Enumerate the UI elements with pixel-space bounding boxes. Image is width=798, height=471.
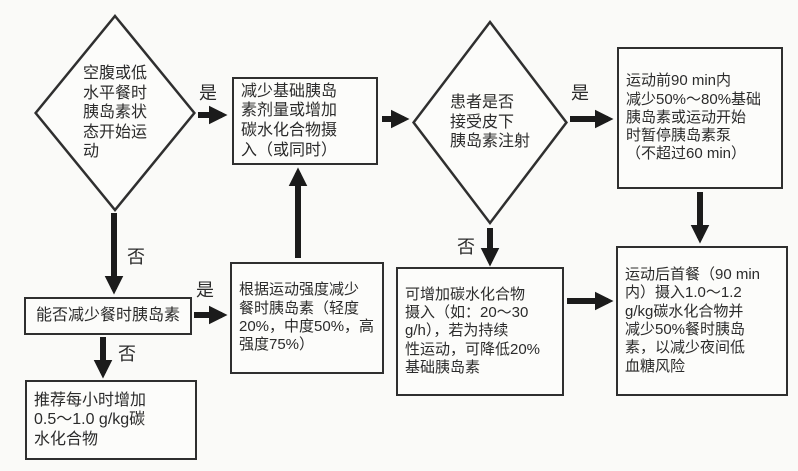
label-bolus-yes: 是	[196, 280, 214, 300]
process-pre-exercise-basal: 运动前90 min内 减少50%～80%基础 胰岛素或运动开始 时暂停胰岛素泵 …	[617, 47, 783, 189]
process-can-reduce-bolus: 能否减少餐时胰岛素	[24, 297, 192, 335]
process-reduce-basal-text: 减少基础胰岛 素剂量或增加 碳水化合物摄 入（或同时）	[241, 82, 338, 159]
process-reduce-by-intensity: 根据运动强度减少 餐时胰岛素（轻度 20%，中度50%，高 强度75%）	[230, 262, 384, 374]
decision-fasting-state-text: 空腹或低 水平餐时 胰岛素状 态开始运 动	[82, 65, 147, 161]
process-recommend-carbs-text: 推荐每小时增加 0.5～1.0 g/kg碳 水化合物	[34, 391, 147, 448]
decision-fasting-state: 空腹或低 水平餐时 胰岛素状 态开始运 动	[34, 14, 196, 212]
process-increase-carbs: 可增加碳水化合物 摄入（如：20～30 g/h），若为持续 性运动，可降低20%…	[396, 267, 564, 396]
diamond-shape	[412, 20, 568, 225]
process-recommend-carbs: 推荐每小时增加 0.5～1.0 g/kg碳 水化合物	[25, 380, 197, 460]
process-can-reduce-bolus-text: 能否减少餐时胰岛素	[35, 307, 180, 325]
label-bolus-no: 否	[118, 344, 136, 364]
decision-subcutaneous-injection: 患者是否 接受皮下 胰岛素注射	[412, 20, 568, 225]
process-post-exercise-meal-text: 运动后首餐（90 min 内）摄入1.0～1.2 g/kg碳水化合物并 减少50…	[625, 266, 761, 375]
decision-subcutaneous-injection-text: 患者是否 接受皮下 胰岛素注射	[449, 94, 530, 151]
label-subcutaneous-yes: 是	[571, 83, 589, 103]
process-reduce-by-intensity-text: 根据运动强度减少 餐时胰岛素（轻度 20%，中度50%，高 强度75%）	[239, 281, 375, 354]
label-subcutaneous-no: 否	[457, 237, 475, 257]
process-post-exercise-meal: 运动后首餐（90 min 内）摄入1.0～1.2 g/kg碳水化合物并 减少50…	[616, 246, 788, 396]
label-fasting-yes: 是	[199, 83, 217, 103]
process-increase-carbs-text: 可增加碳水化合物 摄入（如：20～30 g/h），若为持续 性运动，可降低20%…	[405, 285, 541, 376]
process-reduce-basal: 减少基础胰岛 素剂量或增加 碳水化合物摄 入（或同时）	[232, 77, 378, 165]
label-fasting-no: 否	[127, 247, 145, 267]
diamond-shape	[34, 14, 196, 212]
process-pre-exercise-basal-text: 运动前90 min内 减少50%～80%基础 胰岛素或运动开始 时暂停胰岛素泵 …	[626, 72, 762, 163]
